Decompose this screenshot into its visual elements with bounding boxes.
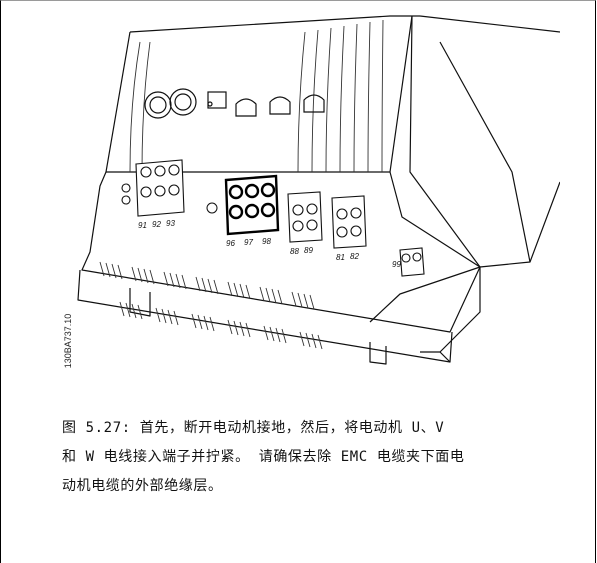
terminal-label-97: 97	[244, 238, 253, 247]
figure-caption: 图 5.27: 首先，断开电动机接地，然后，将电动机 U、V 和 W 电线接入端…	[62, 414, 582, 501]
terminal-label-82: 82	[350, 252, 359, 261]
caption-line-1: 图 5.27: 首先，断开电动机接地，然后，将电动机 U、V	[62, 420, 445, 436]
terminal-label-96: 96	[226, 239, 235, 248]
figure-id: 130BA737.10	[61, 296, 75, 386]
caption-line-2: 和 W 电线接入端子并拧紧。 请确保去除 EMC 电缆夹下面电	[62, 449, 465, 465]
terminal-label-91: 91	[138, 221, 147, 230]
caption-line-3: 动机电缆的外部绝缘层。	[62, 478, 223, 494]
terminal-label-98: 98	[262, 237, 271, 246]
figure-id-text: 130BA737.10	[63, 313, 73, 369]
terminal-drawing: 91 92 93 96 97 98 88 89 81 82 99	[77, 15, 560, 365]
terminal-label-92: 92	[152, 220, 161, 229]
terminal-label-81: 81	[336, 253, 345, 262]
terminal-label-88: 88	[290, 247, 299, 256]
terminal-figure: 91 92 93 96 97 98 88 89 81 82 99	[60, 12, 560, 402]
terminal-label-93: 93	[166, 219, 175, 228]
terminal-label-99: 99	[392, 260, 401, 269]
terminal-label-89: 89	[304, 246, 313, 255]
